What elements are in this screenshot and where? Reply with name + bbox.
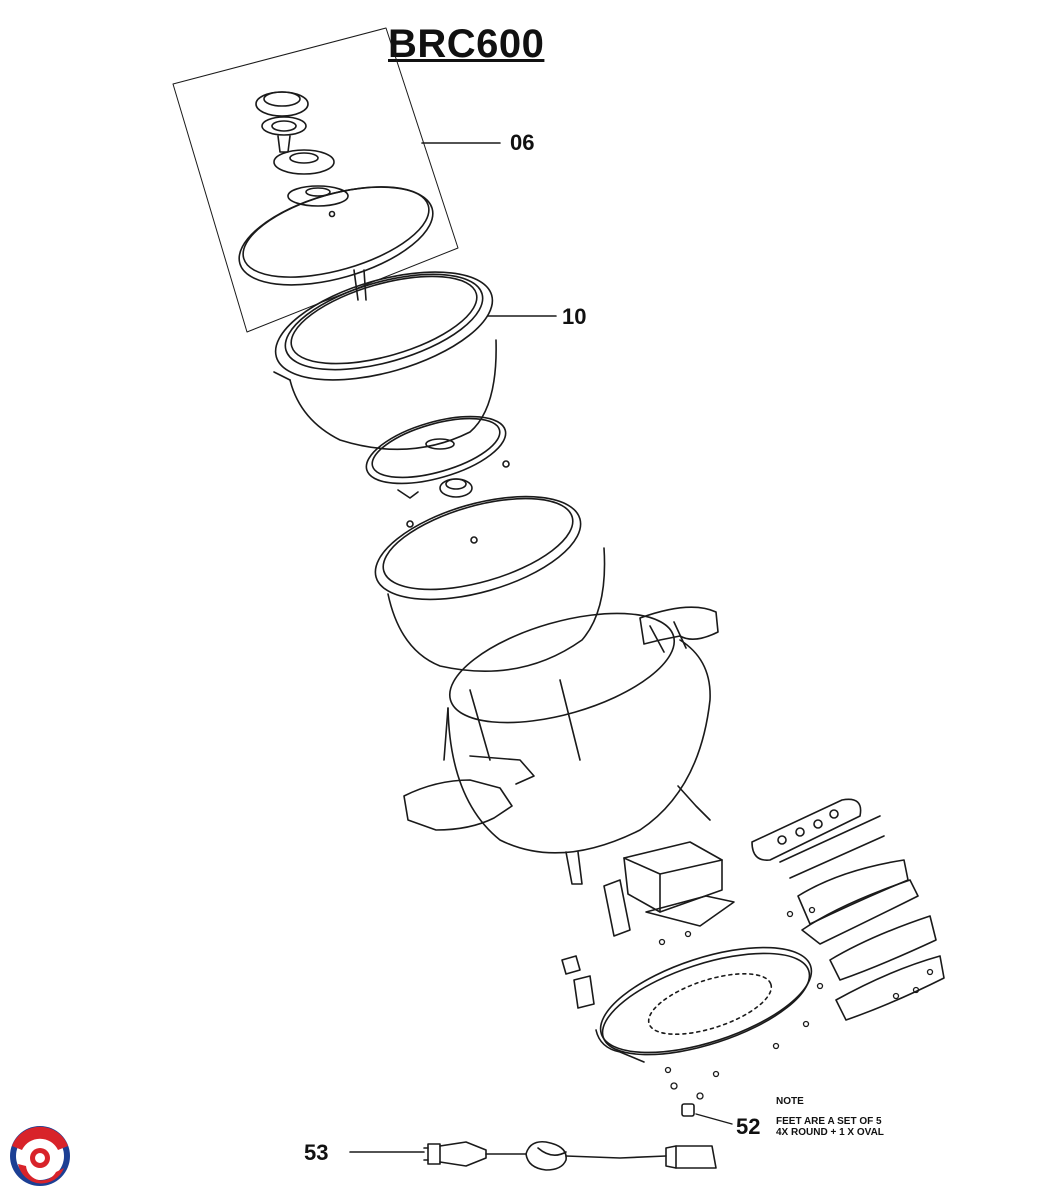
lid-assembly-group [172,27,459,333]
heating-plate [365,415,510,544]
screws [658,906,934,1100]
housing-body [403,606,719,885]
diagram-title: BRC600 [388,22,545,66]
inner-pot [273,271,497,451]
feet-note: NOTE FEET ARE A SET OF 5 4X ROUND + 1 X … [776,1096,884,1138]
callout-leader-52 [695,1113,733,1125]
callout-label-53: 53 [304,1140,329,1165]
callout-label-10: 10 [562,304,587,329]
foot-part [681,1103,695,1117]
outer-bowl [374,495,606,673]
note-line-1: FEET ARE A SET OF 5 [776,1116,882,1127]
callout-label-06: 06 [510,130,535,155]
note-line-2: 4X ROUND + 1 X OVAL [776,1127,884,1138]
power-cord [349,1140,717,1171]
control-box [603,841,735,937]
control-panel [751,798,945,1021]
note-heading: NOTE [776,1096,804,1107]
brand-logo [10,1126,70,1186]
callout-label-52: 52 [736,1114,761,1139]
base-plate [561,946,813,1063]
